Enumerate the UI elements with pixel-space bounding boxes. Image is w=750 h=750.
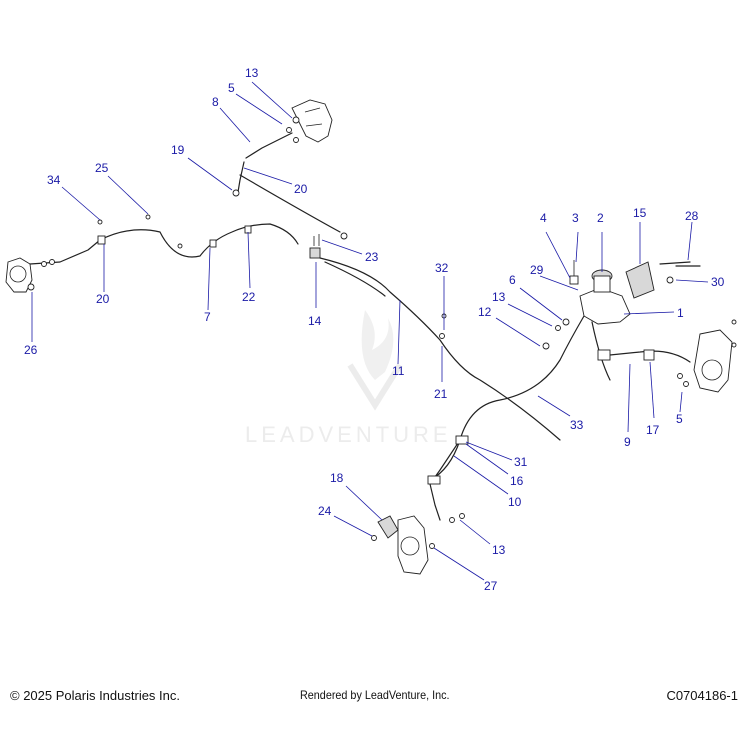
- callout-32: 32: [435, 261, 449, 275]
- callout-30: 30: [711, 275, 725, 289]
- callout-10: 10: [508, 495, 522, 509]
- watermark: LEADVENTURE: [245, 310, 452, 447]
- callout-5-top: 5: [228, 81, 235, 95]
- callout-23: 23: [365, 250, 379, 264]
- rendered-by-text: Rendered by LeadVenture, Inc.: [300, 688, 450, 702]
- callout-11: 11: [392, 364, 405, 378]
- callout-29: 29: [530, 263, 544, 277]
- callout-19: 19: [171, 143, 185, 157]
- callout-1: 1: [677, 306, 684, 320]
- callout-33: 33: [570, 418, 584, 432]
- callout-27: 27: [484, 579, 498, 593]
- callout-5-right: 5: [676, 412, 683, 426]
- callout-12: 12: [478, 305, 492, 319]
- callout-16: 16: [510, 474, 524, 488]
- callout-13-bottom: 13: [492, 543, 506, 557]
- callout-8: 8: [212, 95, 219, 109]
- callout-15: 15: [633, 206, 647, 220]
- watermark-text: LEADVENTURE: [245, 422, 452, 447]
- callout-20-left: 20: [96, 292, 110, 306]
- callout-labels: 13 5 8 19 20 25 34 20 7 22 14 23 4 3 2 1…: [24, 66, 725, 593]
- callout-13-mid: 13: [492, 290, 506, 304]
- callout-24: 24: [318, 504, 332, 518]
- callout-14: 14: [308, 314, 322, 328]
- diagram-code: C0704186-1: [666, 688, 738, 703]
- callout-6: 6: [509, 273, 516, 287]
- callout-18: 18: [330, 471, 344, 485]
- callout-25: 25: [95, 161, 109, 175]
- callout-28: 28: [685, 209, 699, 223]
- brake-line-drawing: [5, 99, 737, 575]
- callout-22: 22: [242, 290, 256, 304]
- callout-9: 9: [624, 435, 631, 449]
- callout-26: 26: [24, 343, 38, 357]
- callout-31: 31: [514, 455, 528, 469]
- callout-17: 17: [646, 423, 660, 437]
- callout-7: 7: [204, 310, 211, 324]
- callout-13-top: 13: [245, 66, 259, 80]
- callout-21: 21: [434, 387, 448, 401]
- callout-20-upper: 20: [294, 182, 308, 196]
- callout-34: 34: [47, 173, 61, 187]
- callout-3: 3: [572, 211, 579, 225]
- callout-2: 2: [597, 211, 604, 225]
- callout-4: 4: [540, 211, 547, 225]
- copyright-text: © 2025 Polaris Industries Inc.: [10, 688, 180, 703]
- callout-leaders: [31, 81, 709, 581]
